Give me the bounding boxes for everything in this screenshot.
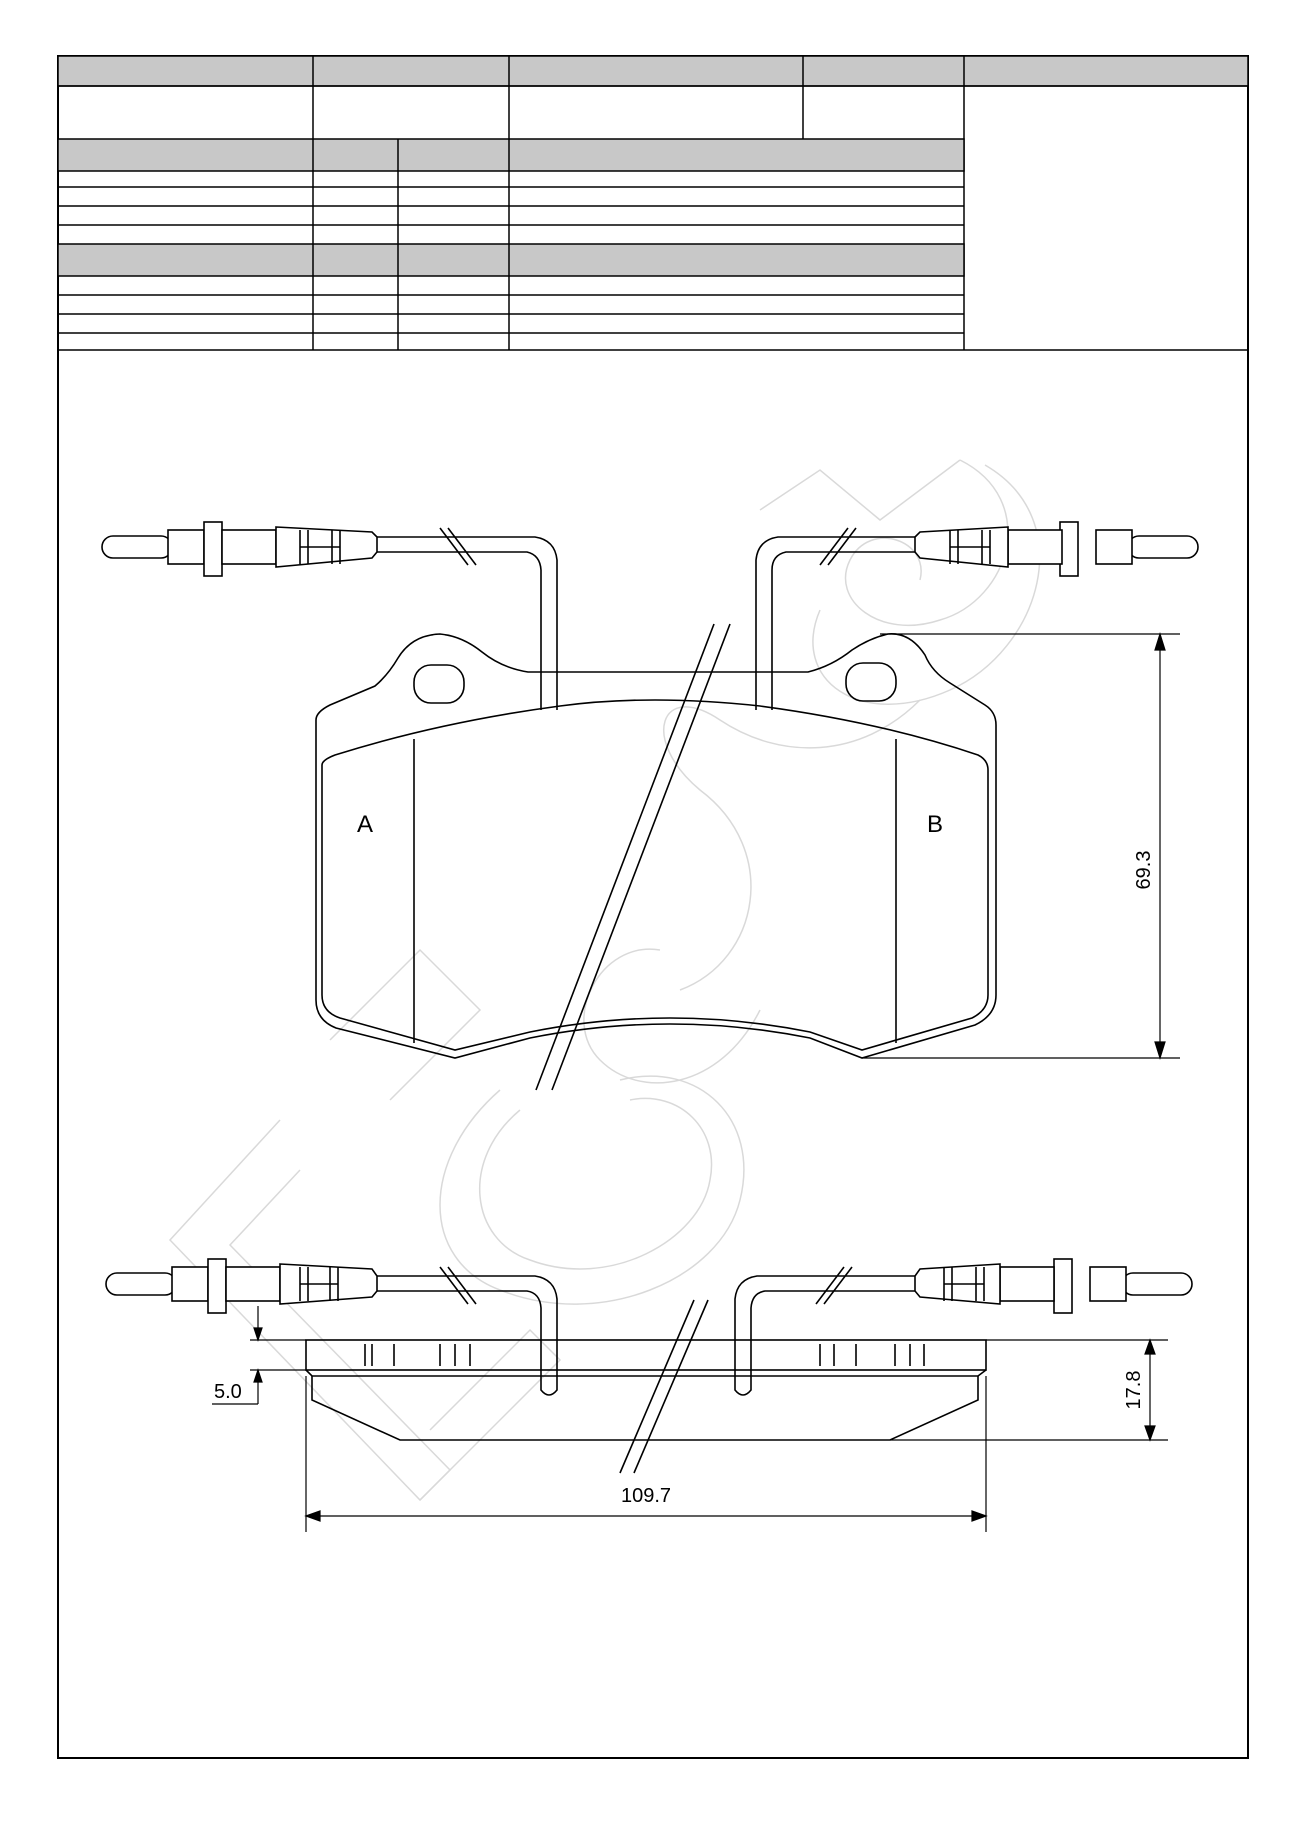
backplate-dimension	[212, 1306, 306, 1405]
friction-pad-outline	[321, 699, 989, 1051]
side-view	[305, 1266, 987, 1474]
table-group-b-header	[57, 243, 965, 277]
wear-sensor-connector-icon	[101, 521, 378, 577]
width-dimension-label: 109.7	[621, 1485, 671, 1507]
side-friction-pad	[311, 1376, 979, 1441]
pad-label-a: A	[357, 811, 373, 838]
header-table	[57, 55, 1249, 351]
section-line-1	[535, 623, 715, 1091]
side-backplate	[305, 1339, 987, 1371]
thickness-dimension-label: 17.8	[1123, 1371, 1145, 1410]
width-dimension	[304, 1376, 988, 1532]
height-dimension	[862, 631, 1180, 1061]
section-line-2	[551, 623, 731, 1091]
wear-sensor-wire-right	[755, 536, 915, 710]
table-group-a-header	[57, 138, 965, 172]
wear-sensor-connector-icon	[914, 1258, 1193, 1314]
thickness-dimension	[890, 1338, 1168, 1442]
wear-sensor-wire-left	[377, 536, 558, 710]
pad-label-b: B	[927, 811, 943, 838]
wear-sensor-connector-icon	[105, 1258, 378, 1314]
mounting-hole-left	[413, 664, 465, 704]
backplate-dimension-label: 5.0	[214, 1381, 242, 1403]
wear-sensor-connector-icon	[914, 521, 1199, 577]
mounting-hole-right	[845, 662, 897, 702]
height-dimension-label: 69.3	[1133, 851, 1155, 890]
table-header-row	[57, 55, 1249, 87]
watermark-logo	[168, 459, 1041, 1502]
front-view	[315, 527, 997, 1091]
